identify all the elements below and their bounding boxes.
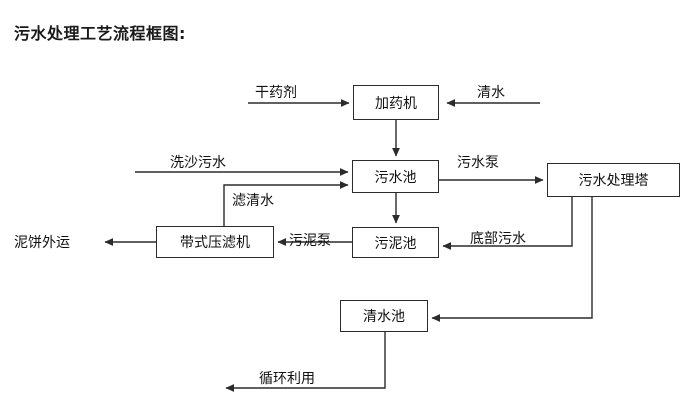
endpoint-label-dry-agent: 干药剂 bbox=[255, 85, 297, 101]
connector-clear-water-pool-to-recycle bbox=[225, 332, 386, 392]
node-label: 带式压滤机 bbox=[180, 235, 250, 251]
connector-filtrate-to-sewage-pool bbox=[223, 181, 349, 226]
node-sewage-pool[interactable]: 污水池 bbox=[352, 160, 439, 193]
edge-label-sewage-pump: 污水泵 bbox=[457, 155, 499, 171]
edge-label-sludge-pump: 污泥泵 bbox=[289, 233, 331, 249]
endpoint-label-clean-water: 清水 bbox=[477, 85, 505, 101]
endpoint-label-mud-cake-out: 泥饼外运 bbox=[14, 235, 70, 251]
node-label: 清水池 bbox=[363, 309, 405, 325]
edge-label-filtered-clear-water: 滤清水 bbox=[232, 193, 274, 209]
connector-tower-to-sludge-pool bbox=[442, 197, 573, 250]
node-label: 污水池 bbox=[374, 169, 417, 186]
node-belt-filter-press[interactable]: 带式压滤机 bbox=[156, 226, 274, 258]
node-label: 加药机 bbox=[375, 95, 417, 112]
edge-label-bottom-sewage: 底部污水 bbox=[470, 231, 526, 247]
node-label: 污水处理塔 bbox=[578, 173, 649, 189]
edge-label-recycle-use: 循环利用 bbox=[259, 371, 315, 387]
connector-tower-to-clear-water-pool bbox=[431, 197, 593, 322]
endpoint-label-sand-wash-sewage: 洗沙污水 bbox=[170, 155, 226, 171]
node-treatment-tower[interactable]: 污水处理塔 bbox=[547, 163, 680, 197]
node-clear-water-pool[interactable]: 清水池 bbox=[340, 300, 428, 332]
node-sludge-pool[interactable]: 污泥池 bbox=[352, 227, 439, 258]
node-dosing-machine[interactable]: 加药机 bbox=[353, 85, 439, 120]
node-label: 污泥池 bbox=[374, 235, 417, 252]
page-title: 污水处理工艺流程框图: bbox=[14, 24, 186, 43]
